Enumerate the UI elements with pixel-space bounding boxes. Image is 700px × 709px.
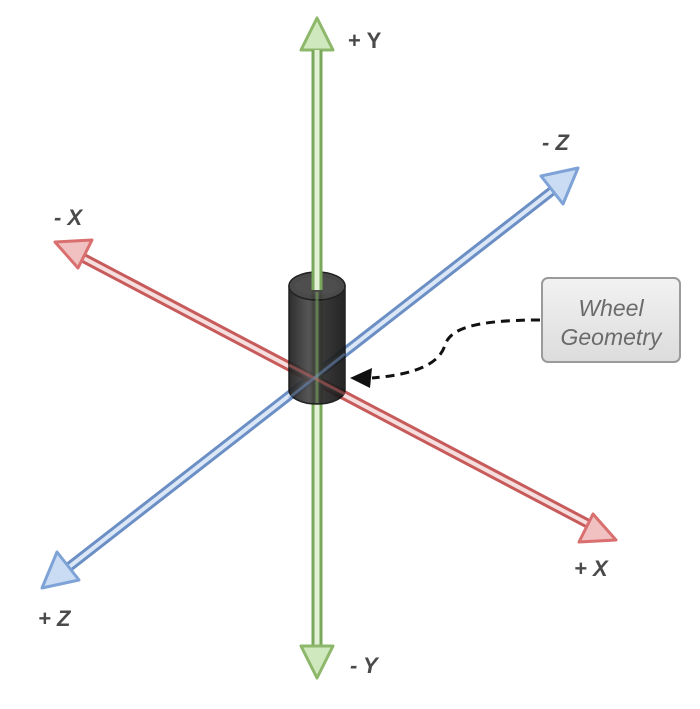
callout-label-line2: Geometry [561,324,663,350]
pos-y-arrowhead [299,16,335,52]
neg-z-arrowhead [539,166,580,206]
neg-y-label: - Y [350,653,380,678]
pos-x-label: + X [574,556,609,581]
neg-x-arrowhead [53,238,94,270]
neg-y-arrowhead [299,644,335,680]
pos-z-label: + Z [38,606,72,631]
neg-x-label: - X [54,205,83,230]
callout-arrow [350,318,541,388]
pos-y-label: + Y [348,28,382,53]
pos-x-arrowhead [577,512,618,544]
pos-z-arrowhead [40,550,81,590]
callout-label-line1: Wheel [578,295,644,321]
wheel-geometry-cylinder [288,271,346,405]
wheel-geometry-callout: Wheel Geometry [541,277,681,363]
neg-z-label: - Z [542,130,570,155]
